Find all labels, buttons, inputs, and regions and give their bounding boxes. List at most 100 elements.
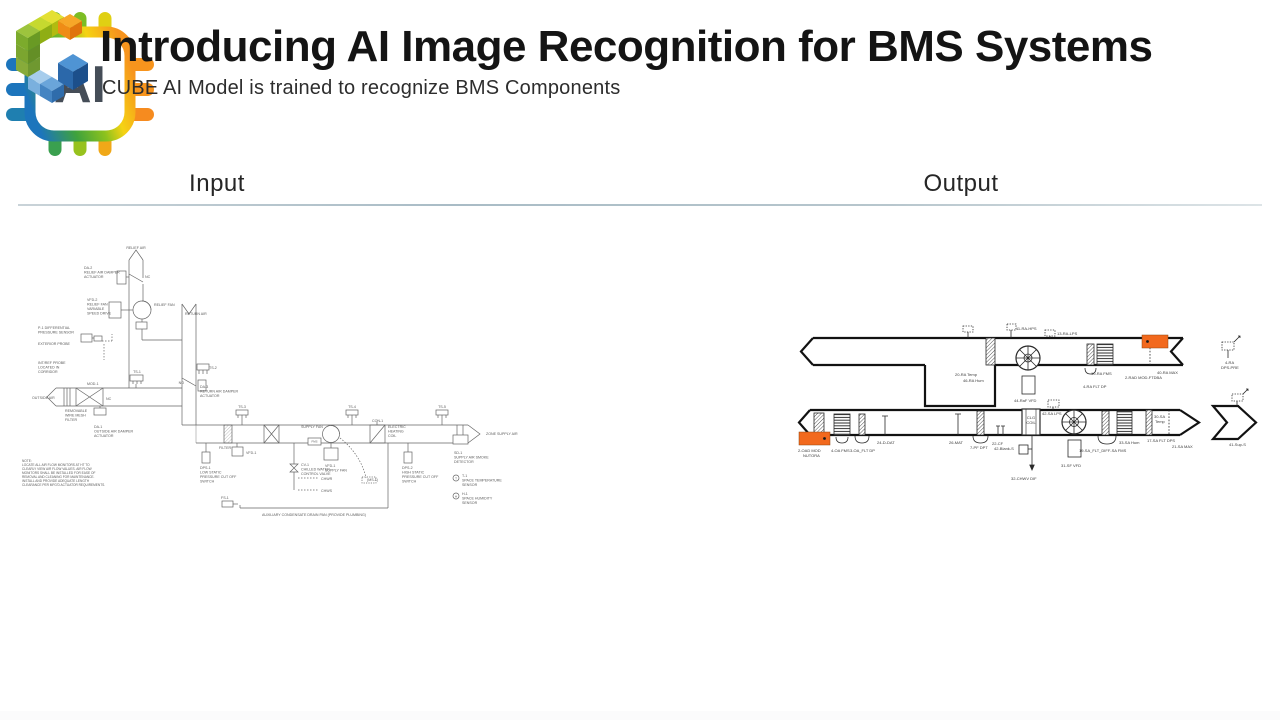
svg-text:CLG: CLG — [1027, 415, 1035, 420]
svg-text:OUTSIDE AIR DAMPER: OUTSIDE AIR DAMPER — [94, 430, 134, 434]
svg-text:OUTSIDE AIR: OUTSIDE AIR — [32, 396, 55, 400]
svg-text:FMS: FMS — [312, 440, 318, 444]
svg-text:MONITORS SHALL BE INSTALLED FO: MONITORS SHALL BE INSTALLED FOR EASE OF — [22, 471, 95, 475]
svg-text:ACTUATOR: ACTUATOR — [84, 275, 104, 279]
svg-text:TS-1: TS-1 — [133, 370, 141, 374]
svg-text:HEATING: HEATING — [388, 430, 404, 434]
svg-text:NOTE:: NOTE: — [22, 459, 32, 463]
svg-text:DPS-2: DPS-2 — [402, 466, 413, 470]
svg-text:46-RA Hum: 46-RA Hum — [963, 378, 984, 383]
svg-text:INT/REF PROBE: INT/REF PROBE — [38, 361, 66, 365]
page-subtitle: CUBE AI Model is trained to recognize BM… — [102, 77, 621, 99]
svg-text:NUTORA: NUTORA — [803, 453, 820, 458]
input-schematic-lines — [46, 249, 481, 509]
section-divider-line — [18, 204, 1262, 206]
svg-text:2-RAD MOD-FTDBA: 2-RAD MOD-FTDBA — [1125, 375, 1162, 380]
t1-sensor-glyph: T — [455, 476, 457, 480]
svg-text:SENSOR: SENSOR — [462, 501, 478, 505]
svg-text:DA-1: DA-1 — [94, 425, 102, 429]
svg-text:H-1: H-1 — [462, 492, 468, 496]
svg-text:FILTER: FILTER — [219, 446, 232, 450]
svg-text:COIL: COIL — [1026, 420, 1036, 425]
h1-sensor-glyph: H — [455, 494, 457, 498]
svg-text:24-D-DAT: 24-D-DAT — [877, 440, 895, 445]
svg-text:DPS-1: DPS-1 — [200, 466, 211, 470]
svg-text:33-SA Hum: 33-SA Hum — [1119, 440, 1140, 445]
svg-text:ELECTRIC: ELECTRIC — [388, 425, 406, 429]
svg-text:SUPPLY FAN: SUPPLY FAN — [301, 425, 323, 429]
svg-text:LOCATE ALL AIR FLOW MONITORS A: LOCATE ALL AIR FLOW MONITORS AT HT TO — [22, 463, 90, 467]
svg-text:SUPPLY AIR SMOKE: SUPPLY AIR SMOKE — [454, 456, 489, 460]
svg-text:SWITCH: SWITCH — [200, 480, 215, 484]
svg-text:4-RA FLT DP: 4-RA FLT DP — [1083, 384, 1107, 389]
bottom-strip — [0, 711, 1280, 720]
svg-text:WIRE MESH: WIRE MESH — [65, 414, 86, 418]
svg-text:42-SA LPS: 42-SA LPS — [1042, 411, 1062, 416]
svg-text:PRESSURE CUT OFF: PRESSURE CUT OFF — [402, 475, 439, 479]
svg-text:VARIABLE: VARIABLE — [87, 307, 105, 311]
svg-text:P-1 DIFFERENTIAL: P-1 DIFFERENTIAL — [38, 326, 70, 330]
svg-text:REMOVABLE: REMOVABLE — [65, 409, 88, 413]
svg-text:INSTALL AND PROVIDE ADEQUATE L: INSTALL AND PROVIDE ADEQUATE LENGTH — [22, 479, 90, 483]
svg-text:VFD-2: VFD-2 — [87, 298, 97, 302]
svg-text:CON-1: CON-1 — [372, 419, 383, 423]
svg-text:TS-3: TS-3 — [238, 405, 246, 409]
svg-text:NC: NC — [106, 397, 112, 401]
svg-text:SPACE TEMPERATURE: SPACE TEMPERATURE — [462, 479, 502, 483]
svg-text:26-MAT: 26-MAT — [949, 440, 963, 445]
svg-text:30-SA: 30-SA — [1154, 414, 1165, 419]
svg-text:13-RA-LPS: 13-RA-LPS — [1057, 331, 1078, 336]
svg-text:VFD-1: VFD-1 — [246, 451, 256, 455]
svg-text:RETURN AIR DAMPER: RETURN AIR DAMPER — [200, 390, 239, 394]
svg-text:31-SF VFD: 31-SF VFD — [1061, 463, 1081, 468]
svg-text:22-CF: 22-CF — [992, 441, 1004, 446]
svg-text:ACTUATOR: ACTUATOR — [200, 394, 220, 398]
svg-text:SPACE HUMIDITY: SPACE HUMIDITY — [462, 497, 493, 501]
svg-text:4-OA FMS: 4-OA FMS — [831, 448, 850, 453]
svg-text:PRESSURE SENSOR: PRESSURE SENSOR — [38, 331, 74, 335]
detection-highlight-boxes — [798, 334, 1169, 446]
svg-text:NC: NC — [145, 275, 151, 279]
cube-logo-shapes — [16, 10, 88, 103]
svg-text:SUPPLY FAN: SUPPLY FAN — [325, 469, 347, 473]
svg-text:42-Blank-S: 42-Blank-S — [994, 446, 1014, 451]
svg-text:RETURN AIR: RETURN AIR — [185, 312, 207, 316]
svg-text:3-OA_FLT DP: 3-OA_FLT DP — [850, 448, 875, 453]
svg-text:TS-4: TS-4 — [348, 405, 356, 409]
svg-text:DPS-PRE: DPS-PRE — [1221, 365, 1239, 370]
svg-text:LOCATED IN: LOCATED IN — [38, 366, 60, 370]
svg-text:CLEARANCE PER MFG'D ACTUATOR R: CLEARANCE PER MFG'D ACTUATOR REQUIREMENT… — [22, 483, 105, 487]
svg-text:AUXILIARY CONDENSATE DRAIN PAN: AUXILIARY CONDENSATE DRAIN PAN (PROVIDE … — [262, 513, 366, 517]
svg-text:SPEED DRIVE: SPEED DRIVE — [87, 312, 112, 316]
output-section-header: Output — [923, 170, 999, 197]
svg-text:7-PF DPT: 7-PF DPT — [970, 445, 988, 450]
svg-text:2-OAD MOD: 2-OAD MOD — [798, 448, 821, 453]
svg-text:CLEARLY VIEW AIR FLOW VALUES.: CLEARLY VIEW AIR FLOW VALUES. AIR FLOW — [22, 467, 92, 471]
svg-text:PRESSURE CUT OFF: PRESSURE CUT OFF — [200, 475, 237, 479]
svg-text:EXTERIOR PROBE: EXTERIOR PROBE — [38, 342, 71, 346]
svg-text:REMOVAL AND CLEANING FOR MAINT: REMOVAL AND CLEANING FOR MAINTENANCE. — [22, 475, 95, 479]
svg-text:CHWS: CHWS — [321, 489, 333, 493]
svg-text:COIL: COIL — [388, 434, 396, 438]
svg-text:FILTER: FILTER — [65, 418, 78, 422]
svg-text:RELIEF FAN: RELIEF FAN — [154, 303, 175, 307]
svg-text:DA-3: DA-3 — [200, 385, 208, 389]
svg-text:Temp: Temp — [1155, 419, 1166, 424]
svg-text:40-RA MAX: 40-RA MAX — [1157, 370, 1178, 375]
page-title: Introducing AI Image Recognition for BMS… — [100, 22, 1153, 71]
svg-text:LOW STATIC: LOW STATIC — [200, 471, 222, 475]
svg-text:11-RA-HPS: 11-RA-HPS — [1016, 326, 1037, 331]
cube-logo — [16, 10, 88, 103]
svg-text:17-SA FLT DPS: 17-SA FLT DPS — [1147, 438, 1175, 443]
svg-text:(MS-1): (MS-1) — [367, 478, 378, 482]
svg-text:RELIEF AIR DAMPER: RELIEF AIR DAMPER — [84, 271, 120, 275]
svg-text:SD-1: SD-1 — [454, 451, 462, 455]
svg-text:10-RA FMS: 10-RA FMS — [1091, 371, 1112, 376]
svg-text:20-RA Temp: 20-RA Temp — [955, 372, 978, 377]
svg-text:MOD-1: MOD-1 — [87, 382, 99, 386]
